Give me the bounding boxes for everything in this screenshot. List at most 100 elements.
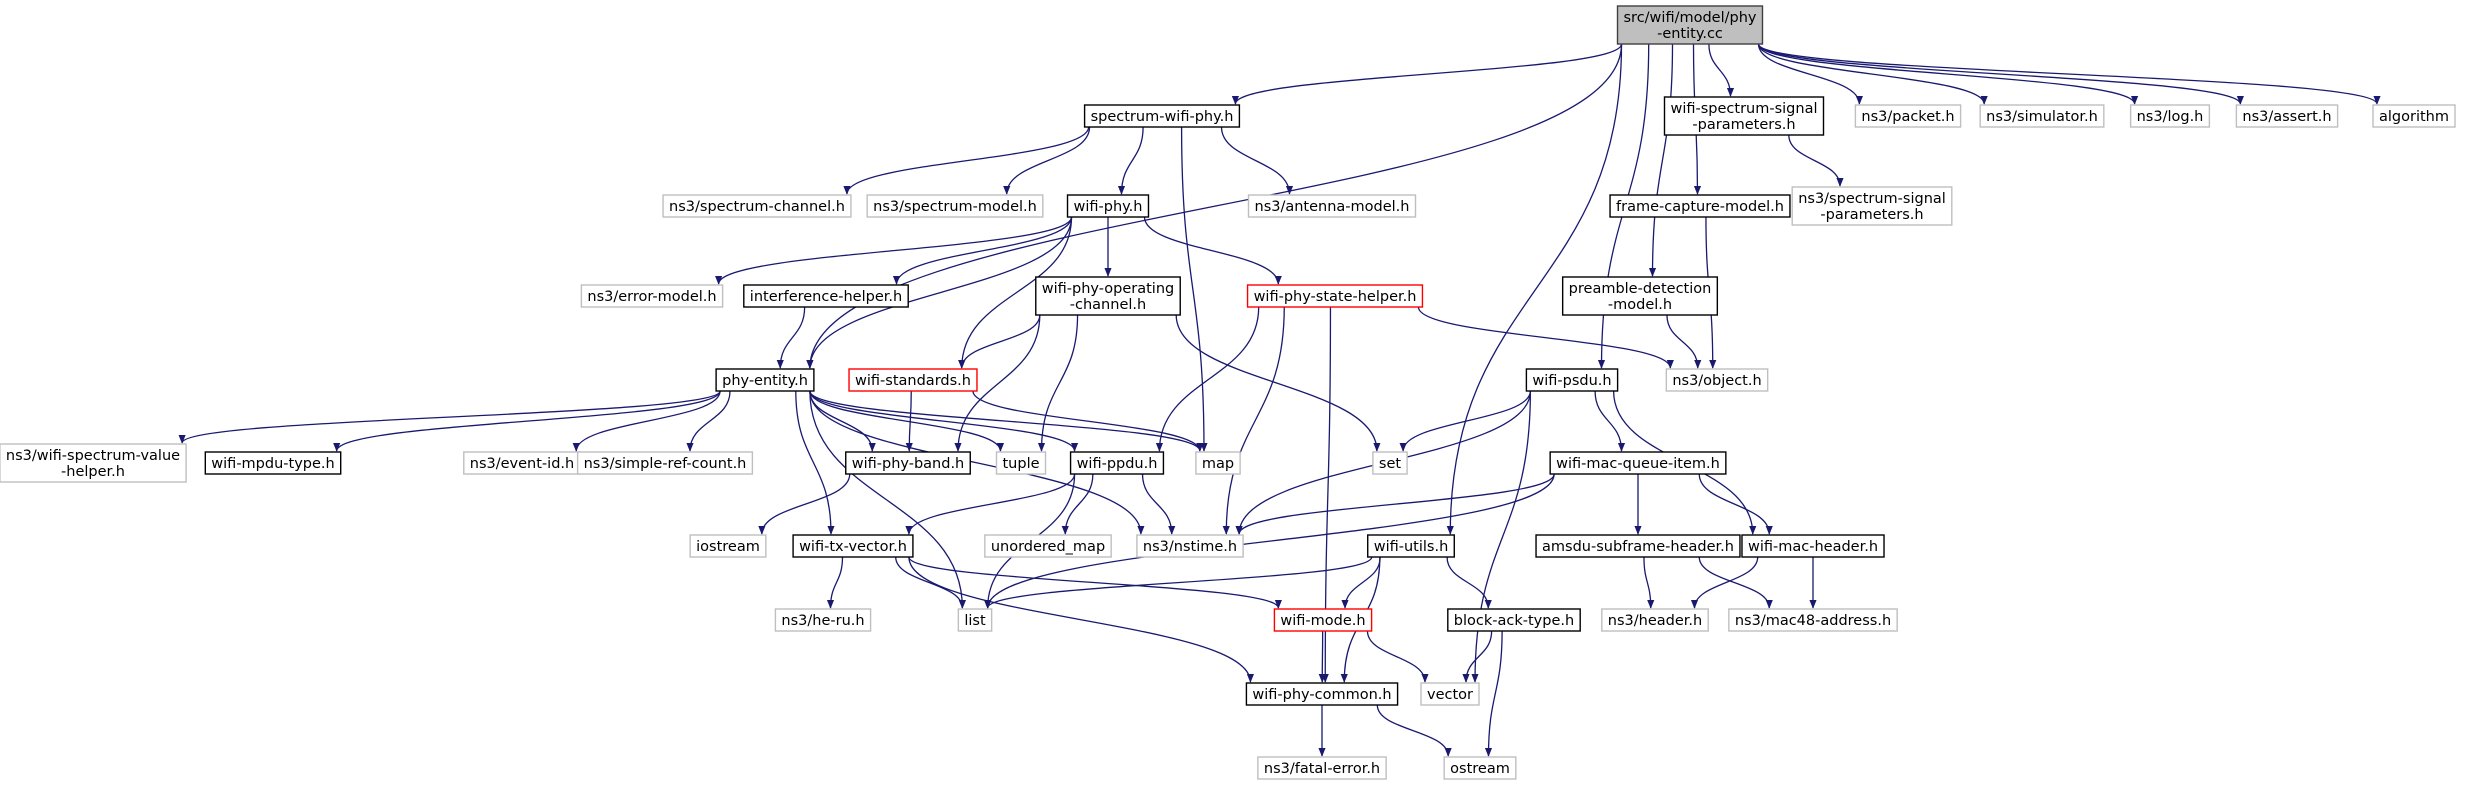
node-ns3-event-id[interactable]: ns3/event-id.h: [463, 451, 581, 475]
node-ns3-spectrum-model[interactable]: ns3/spectrum-model.h: [866, 194, 1044, 218]
node-box: [1535, 534, 1741, 558]
node-wifi-phy-common[interactable]: wifi-phy-common.h: [1245, 682, 1399, 706]
node-tuple[interactable]: tuple: [995, 451, 1047, 475]
node-ns3-wifi-spectrum-value-helper[interactable]: ns3/wifi-spectrum-value-helper.h: [0, 443, 187, 483]
node-label: map: [1202, 456, 1234, 472]
edge-interference-helper-to-phy-entity: [776, 306, 806, 369]
node-ns3-error-model[interactable]: ns3/error-model.h: [580, 284, 724, 308]
node-unordered-map[interactable]: unordered_map: [984, 534, 1112, 558]
edge-wifi-tx-vector-to-wifi-phy-common: [908, 556, 1254, 683]
node-box: [1616, 5, 1764, 45]
node-box: [715, 368, 815, 392]
edge-root-to-ns3-assert: [1757, 43, 2244, 105]
node-label: set: [1379, 456, 1401, 472]
node-box: [1273, 608, 1373, 632]
node-block-ack-type[interactable]: block-ack-type.h: [1447, 608, 1581, 632]
node-label: wifi-tx-vector.h: [799, 539, 907, 555]
node-box: [0, 443, 187, 483]
edge-phy-entity-to-ns3-event-id: [572, 390, 721, 452]
node-amsdu-subframe-header[interactable]: amsdu-subframe-header.h: [1535, 534, 1741, 558]
node-ns3-simple-ref-count[interactable]: ns3/simple-ref-count.h: [576, 451, 754, 475]
node-box: [1854, 104, 1962, 128]
node-ns3-log[interactable]: ns3/log.h: [2129, 104, 2211, 128]
node-algorithm[interactable]: algorithm: [2372, 104, 2456, 128]
node-box: [995, 451, 1047, 475]
edge-block-ack-type-to-vector: [1462, 630, 1493, 683]
node-preamble-detection-model[interactable]: preamble-detection-model.h: [1561, 276, 1719, 316]
node-ns3-spectrum-channel[interactable]: ns3/spectrum-channel.h: [662, 194, 852, 218]
node-ns3-nstime[interactable]: ns3/nstime.h: [1136, 534, 1244, 558]
node-ostream[interactable]: ostream: [1443, 756, 1517, 780]
edge-phy-entity-to-ns3-wifi-spectrum-value-helper: [178, 390, 721, 444]
node-box: [1069, 451, 1165, 475]
node-wifi-mac-header[interactable]: wifi-mac-header.h: [1741, 534, 1885, 558]
node-ns3-assert[interactable]: ns3/assert.h: [2235, 104, 2339, 128]
node-wifi-mode[interactable]: wifi-mode.h: [1273, 608, 1373, 632]
node-ns3-mac48-address[interactable]: ns3/mac48-address.h: [1728, 608, 1898, 632]
node-box: [1035, 276, 1181, 316]
edge-wifi-phy-operating-channel-to-tuple: [1037, 314, 1079, 452]
node-vector[interactable]: vector: [1420, 682, 1480, 706]
edge-spectrum-wifi-phy-to-ns3-spectrum-channel: [843, 126, 1090, 195]
node-ns3-simulator[interactable]: ns3/simulator.h: [1979, 104, 2105, 128]
node-box: [2372, 104, 2456, 128]
edge-amsdu-subframe-header-to-ns3-header: [1643, 556, 1655, 609]
node-ns3-he-ru[interactable]: ns3/he-ru.h: [774, 608, 872, 632]
edge-phy-entity-to-ns3-simple-ref-count: [686, 390, 731, 452]
node-ns3-header[interactable]: ns3/header.h: [1601, 608, 1709, 632]
node-ns3-antenna-model[interactable]: ns3/antenna-model.h: [1247, 194, 1417, 218]
node-label: wifi-mac-header.h: [1748, 539, 1878, 555]
node-wifi-phy-operating-channel[interactable]: wifi-phy-operating-channel.h: [1035, 276, 1181, 316]
node-box: [580, 284, 724, 308]
node-ns3-object[interactable]: ns3/object.h: [1665, 368, 1769, 392]
node-wifi-phy[interactable]: wifi-phy.h: [1066, 194, 1150, 218]
node-ns3-fatal-error[interactable]: ns3/fatal-error.h: [1257, 756, 1387, 780]
node-box: [1066, 194, 1150, 218]
node-label: ns3/assert.h: [2242, 109, 2331, 125]
edge-wifi-phy-band-to-iostream: [758, 473, 851, 535]
node-label: src/wifi/model/phy: [1624, 10, 1757, 26]
node-ns3-packet[interactable]: ns3/packet.h: [1854, 104, 1962, 128]
node-iostream[interactable]: iostream: [689, 534, 767, 558]
node-root[interactable]: src/wifi/model/phy-entity.cc: [1616, 5, 1764, 45]
edge-phy-entity-to-wifi-tx-vector: [795, 390, 835, 535]
edge-spectrum-wifi-phy-to-map: [1180, 126, 1208, 452]
node-map[interactable]: map: [1195, 451, 1241, 475]
node-phy-entity[interactable]: phy-entity.h: [715, 368, 815, 392]
node-wifi-tx-vector[interactable]: wifi-tx-vector.h: [792, 534, 914, 558]
node-label: wifi-phy.h: [1074, 199, 1143, 215]
edge-wifi-ppdu-to-unordered-map: [1061, 473, 1094, 535]
edge-spectrum-wifi-phy-to-wifi-phy: [1117, 126, 1144, 195]
edge-root-to-wifi-utils: [1446, 43, 1623, 535]
node-wifi-phy-band[interactable]: wifi-phy-band.h: [845, 451, 971, 475]
node-label: -parameters.h: [1692, 117, 1795, 133]
edge-wifi-psdu-to-set: [1399, 390, 1532, 452]
node-box: [1420, 682, 1480, 706]
node-label: ns3/antenna-model.h: [1255, 199, 1410, 215]
node-set[interactable]: set: [1372, 451, 1408, 475]
node-list[interactable]: list: [957, 608, 993, 632]
node-frame-capture-model[interactable]: frame-capture-model.h: [1609, 194, 1791, 218]
node-wifi-psdu[interactable]: wifi-psdu.h: [1525, 368, 1619, 392]
node-wifi-mac-queue-item[interactable]: wifi-mac-queue-item.h: [1549, 451, 1727, 475]
node-box: [1741, 534, 1885, 558]
node-box: [1979, 104, 2105, 128]
node-wifi-mpdu-type[interactable]: wifi-mpdu-type.h: [204, 451, 342, 475]
node-spectrum-wifi-phy[interactable]: spectrum-wifi-phy.h: [1083, 104, 1241, 128]
node-box: [1136, 534, 1244, 558]
node-box: [1443, 756, 1517, 780]
node-wifi-utils[interactable]: wifi-utils.h: [1367, 534, 1455, 558]
node-interference-helper[interactable]: interference-helper.h: [743, 284, 909, 308]
edge-root-to-ns3-simulator: [1757, 43, 1988, 105]
node-label: ns3/header.h: [1608, 613, 1702, 629]
node-wifi-standards[interactable]: wifi-standards.h: [848, 368, 978, 392]
edge-block-ack-type-to-ostream: [1484, 630, 1503, 757]
node-label: wifi-spectrum-signal: [1671, 101, 1818, 117]
node-wifi-spectrum-signal-parameters[interactable]: wifi-spectrum-signal-parameters.h: [1663, 96, 1825, 136]
node-wifi-ppdu[interactable]: wifi-ppdu.h: [1069, 451, 1165, 475]
node-ns3-spectrum-signal-parameters[interactable]: ns3/spectrum-signal-parameters.h: [1791, 186, 1953, 226]
node-wifi-phy-state-helper[interactable]: wifi-phy-state-helper.h: [1246, 284, 1424, 308]
node-label: spectrum-wifi-phy.h: [1091, 109, 1234, 125]
edges-layer: [178, 43, 2381, 757]
